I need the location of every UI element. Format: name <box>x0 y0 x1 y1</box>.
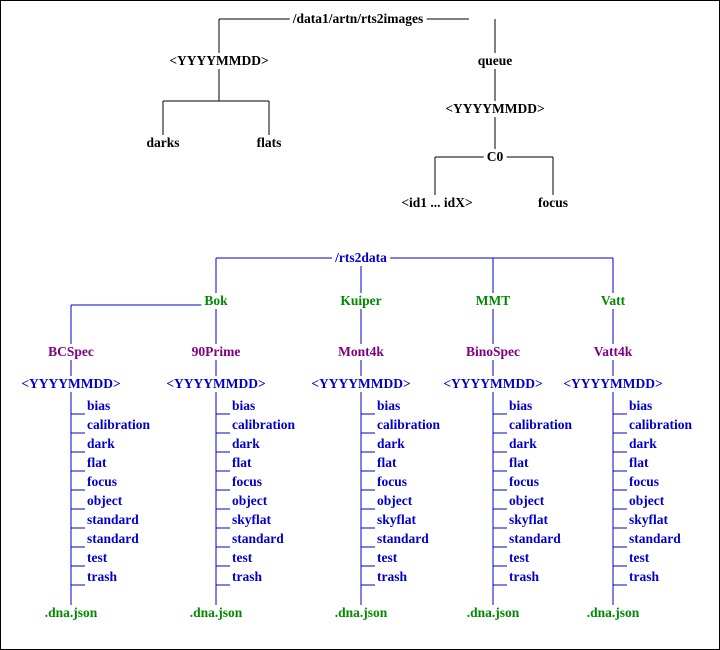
telescope-vatt: Vatt <box>597 293 629 309</box>
folder-dark: dark <box>629 436 657 451</box>
folder-focus: focus <box>377 474 407 489</box>
folder-focus: focus <box>629 474 659 489</box>
folder-skyflat: skyflat <box>629 512 669 527</box>
folder-calibration: calibration <box>87 417 150 432</box>
folder-trash: trash <box>232 569 262 584</box>
folder-test: test <box>629 550 650 565</box>
folder-trash: trash <box>377 569 407 584</box>
folder-skyflat: skyflat <box>509 512 549 527</box>
folder-bias: bias <box>629 398 653 413</box>
telescope-bok: Bok <box>201 293 231 309</box>
folder-flat: flat <box>509 455 529 470</box>
folder-object: object <box>87 493 123 508</box>
folder-calibration: calibration <box>509 417 572 432</box>
ids-dir: <id1 ... idX> <box>398 195 476 211</box>
queue-dir: queue <box>474 53 516 69</box>
c0-dir: C0 <box>483 149 507 165</box>
date-dir: <YYYYMMDD> <box>308 376 414 392</box>
folder-trash: trash <box>629 569 659 584</box>
folder-calibration: calibration <box>232 417 295 432</box>
dna-json-file: .dna.json <box>41 605 101 621</box>
telescope-kuiper: Kuiper <box>337 293 385 309</box>
folder-dark: dark <box>377 436 405 451</box>
folder-test: test <box>87 550 108 565</box>
folder-standard: standard <box>87 531 139 546</box>
folder-trash: trash <box>87 569 117 584</box>
darks-dir: darks <box>143 135 183 151</box>
telescope-mmt: MMT <box>472 293 514 309</box>
folder-object: object <box>629 493 665 508</box>
folder-object: object <box>509 493 545 508</box>
folder-standard: standard <box>377 531 429 546</box>
top-date-right: <YYYYMMDD> <box>442 101 548 117</box>
top-date-left: <YYYYMMDD> <box>166 53 272 69</box>
folder-focus: focus <box>509 474 539 489</box>
dna-json-file: .dna.json <box>583 605 643 621</box>
date-dir: <YYYYMMDD> <box>560 376 666 392</box>
folder-bias: bias <box>232 398 256 413</box>
instrument-mont4k: Mont4k <box>335 344 387 360</box>
dna-json-file: .dna.json <box>186 605 246 621</box>
folder-bias: bias <box>377 398 401 413</box>
folder-skyflat: skyflat <box>232 512 272 527</box>
folder-calibration: calibration <box>629 417 692 432</box>
flats-dir: flats <box>253 135 285 151</box>
focus-dir: focus <box>535 195 571 211</box>
folder-test: test <box>377 550 398 565</box>
instrument-bcspec: BCSpec <box>45 344 97 360</box>
folder-object: object <box>232 493 268 508</box>
folder-focus: focus <box>87 474 117 489</box>
folder-flat: flat <box>377 455 397 470</box>
folder-skyflat: skyflat <box>377 512 417 527</box>
date-dir: <YYYYMMDD> <box>440 376 546 392</box>
folder-test: test <box>232 550 253 565</box>
rts2data-root-dir: /rts2data <box>332 250 390 266</box>
folder-calibration: calibration <box>377 417 440 432</box>
folder-trash: trash <box>509 569 539 584</box>
date-dir: <YYYYMMDD> <box>18 376 124 392</box>
folder-test: test <box>509 550 530 565</box>
instrument-vatt4k: Vatt4k <box>590 344 636 360</box>
folder-standard: standard <box>509 531 561 546</box>
instrument-90prime: 90Prime <box>188 344 244 360</box>
folder-bias: bias <box>87 398 111 413</box>
top-root-dir: /data1/artn/rts2images <box>289 11 427 27</box>
folder-flat: flat <box>87 455 107 470</box>
date-dir: <YYYYMMDD> <box>163 376 269 392</box>
folder-dark: dark <box>232 436 260 451</box>
folder-standard: standard <box>629 531 681 546</box>
instrument-binospec: BinoSpec <box>462 344 524 360</box>
folder-flat: flat <box>629 455 649 470</box>
folder-dark: dark <box>509 436 537 451</box>
folder-standard: standard <box>232 531 284 546</box>
folder-focus: focus <box>232 474 262 489</box>
folder-flat: flat <box>232 455 252 470</box>
dna-json-file: .dna.json <box>331 605 391 621</box>
folder-standard: standard <box>87 512 139 527</box>
folder-object: object <box>377 493 413 508</box>
folder-dark: dark <box>87 436 115 451</box>
folder-bias: bias <box>509 398 533 413</box>
dna-json-file: .dna.json <box>463 605 523 621</box>
